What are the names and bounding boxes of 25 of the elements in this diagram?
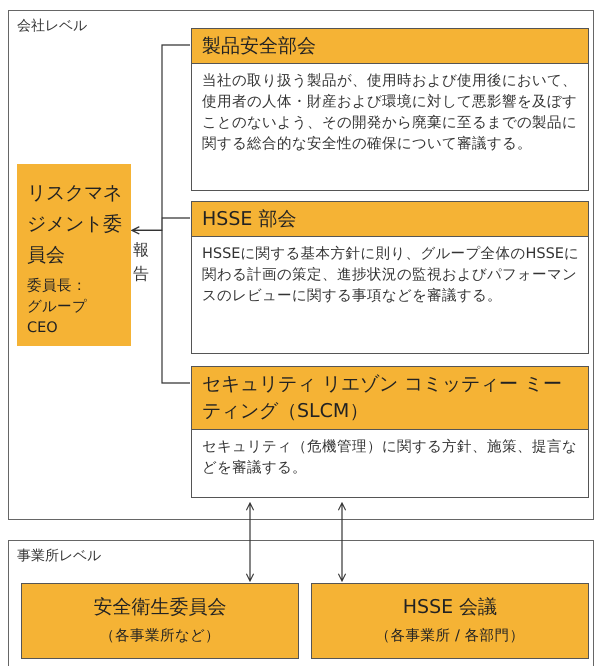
scope-note: （各事業所など）	[99, 627, 221, 646]
committee-box	[21, 583, 299, 659]
committee-box	[17, 164, 131, 346]
scope-note: （各事業所 / 各部門）	[374, 626, 526, 646]
description: HSSEに関する基本方針に則り、グループ全体のHSSEに関わる計画の策定、進捗状況の監視およびパフォーマンスのレビューに関する事項などを審議する。	[202, 244, 580, 306]
arrow	[246, 502, 254, 582]
description: 当社の取り扱う製品が、使用時および使用後において、使用者の人体・財産および環境に対して悪影響を及ぼすことのないよう、その開発から廃棄に至るまでの製品に関する総合的な安全性の確保について審議する。	[202, 72, 578, 154]
level-frame	[8, 540, 594, 666]
committee-card	[191, 201, 589, 354]
committee-card	[191, 28, 589, 191]
committee-title: HSSE 会議	[402, 595, 498, 620]
committee-heading: HSSE 部会	[191, 201, 589, 237]
chair-note: 委員長：グループ CEO	[27, 276, 88, 338]
committee-title: 安全衛生委員会	[92, 595, 228, 620]
level-frame	[8, 10, 594, 520]
committee-heading: 製品安全部会	[191, 28, 589, 64]
committee-box	[311, 583, 589, 659]
arrow	[131, 226, 190, 384]
level-label: 事業所レベル	[17, 547, 101, 565]
committee-card	[191, 366, 589, 498]
arrow	[338, 502, 346, 582]
description: セキュリティ（危機管理）に関する方針、施策、提言などを審議する。	[202, 438, 578, 478]
committee-heading: セキュリティ リエゾン コミッティー ミーティング（SLCM）	[191, 366, 589, 430]
level-label: 会社レベル	[17, 17, 87, 35]
committee-title: リスクマネジメント委員会	[27, 181, 123, 268]
